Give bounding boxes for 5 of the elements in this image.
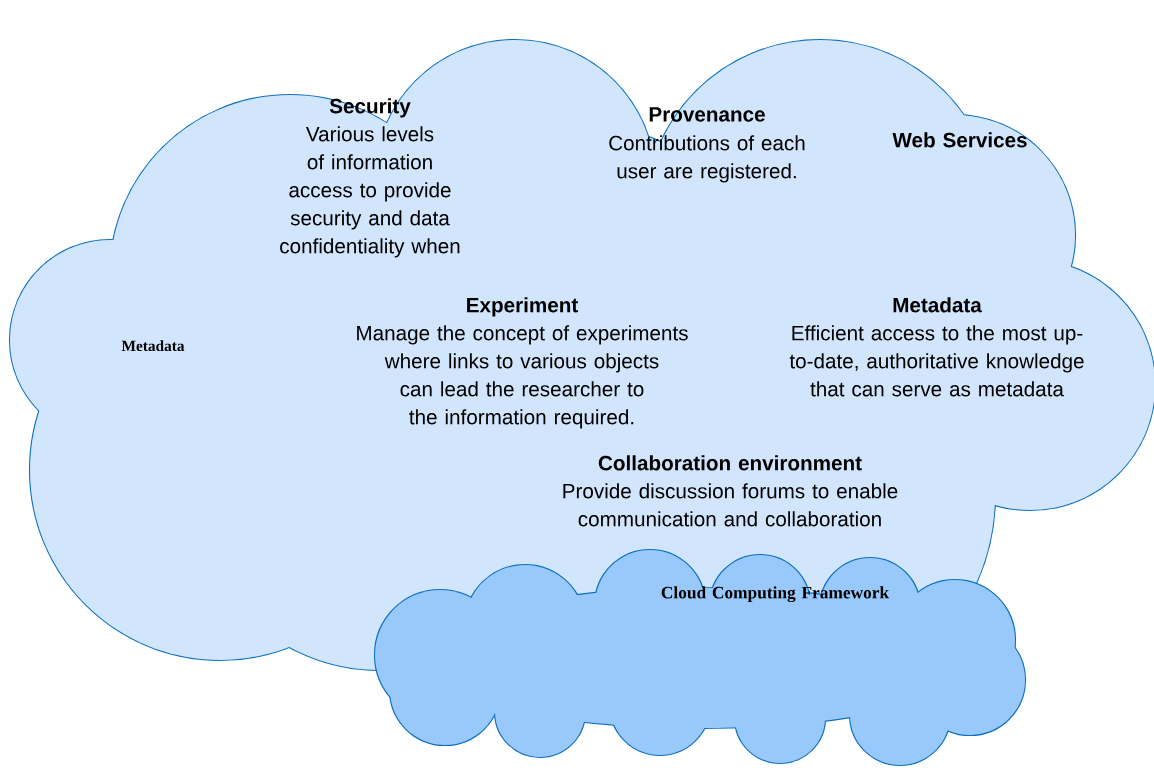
description: Efficient access to the most up-to-date, authoritative knowledge that can serve as metadata bbox=[789, 325, 1084, 397]
label: Metadata bbox=[121, 340, 185, 352]
heading: Metadata bbox=[893, 297, 982, 313]
heading: Provenance bbox=[649, 107, 765, 122]
heading: Web Services bbox=[892, 132, 1027, 148]
